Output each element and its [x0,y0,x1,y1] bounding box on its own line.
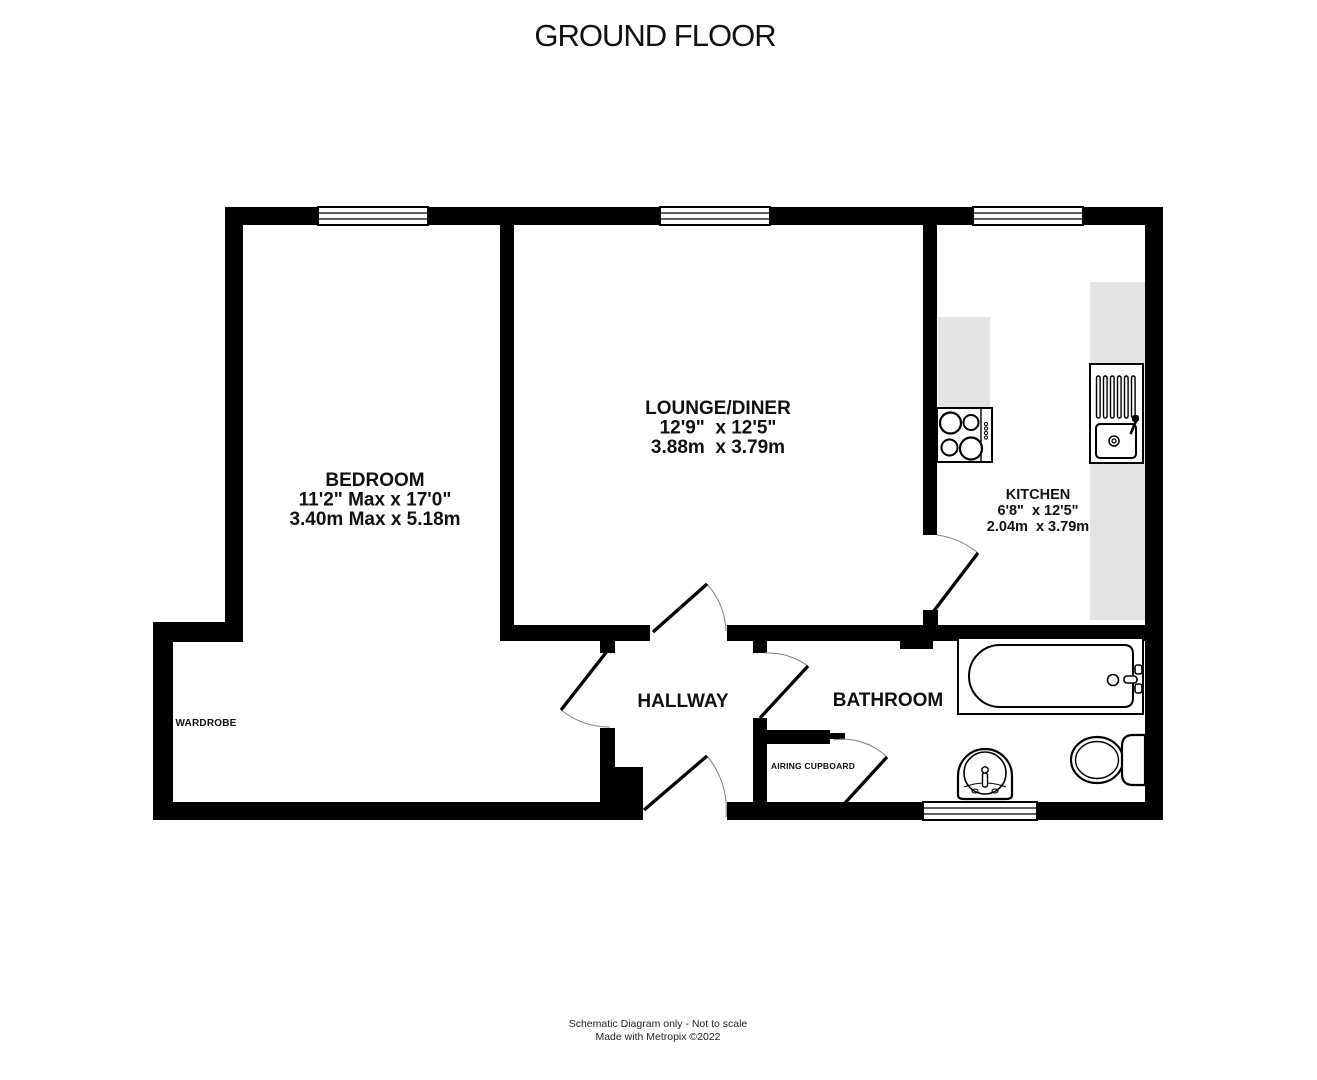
wall-segment [153,622,173,820]
wall-segment [1145,207,1163,820]
interior-walls [500,225,1145,820]
wall-segment [900,625,933,649]
page-title: GROUND FLOOR [534,18,775,53]
bathtub-icon [957,637,1144,715]
room-label-bathroom: BATHROOM [833,690,943,711]
kitchen-sink-icon [1089,363,1144,464]
room-dims-metric: 2.04m x 3.79m [987,519,1089,535]
wall-segment [600,728,615,802]
room-dims-metric: 3.88m x 3.79m [651,437,785,458]
room-label-kitchen: KITCHEN [1006,487,1070,503]
doors [559,534,980,818]
wall-segment [753,641,767,653]
wall-segment [153,622,243,642]
room-labels: BEDROOM 11'2" Max x 17'0" 3.40m Max x 5.… [175,398,1089,771]
wall-segment [500,225,514,640]
door-icon [651,582,727,634]
window-icon [317,206,429,226]
wall-segment [753,718,767,820]
room-label-bedroom: BEDROOM [325,470,424,491]
wall-segment [500,625,650,641]
room-label-lounge-diner: LOUNGE/DINER [645,398,791,419]
door-icon [832,738,889,805]
room-label-hallway: HALLWAY [637,691,728,712]
footer-line-1: Schematic Diagram only - Not to scale [569,1018,748,1030]
door-icon [758,652,810,720]
wall-segment [153,802,643,820]
wall-segment [225,225,243,642]
hob-icon [936,407,993,463]
room-label-airing-cupboard: AIRING CUPBOARD [771,761,855,771]
window-icon [659,206,771,226]
wall-segment [830,733,845,739]
room-dims-metric: 3.40m Max x 5.18m [289,509,460,530]
room-dims-imperial: 11'2" Max x 17'0" [299,490,452,511]
washbasin-icon [956,747,1014,801]
toilet-icon [1069,733,1147,787]
wall-segment [923,225,937,535]
footer-disclaimer: Schematic Diagram only - Not to scale Ma… [569,1018,748,1043]
wall-segment [615,767,643,802]
wall-segment [600,640,615,653]
room-dims-imperial: 12'9" x 12'5" [660,418,777,439]
wall-segment [767,730,830,744]
footer-line-2: Made with Metropix ©2022 [595,1031,720,1043]
room-label-wardrobe: WARDROBE [175,718,236,729]
windows [317,206,1084,821]
door-icon [559,648,611,728]
door-icon [928,534,980,617]
door-icon [642,754,727,818]
window-icon [922,801,1038,821]
room-dims-imperial: 6'8" x 12'5" [997,503,1078,519]
window-icon [972,206,1084,226]
